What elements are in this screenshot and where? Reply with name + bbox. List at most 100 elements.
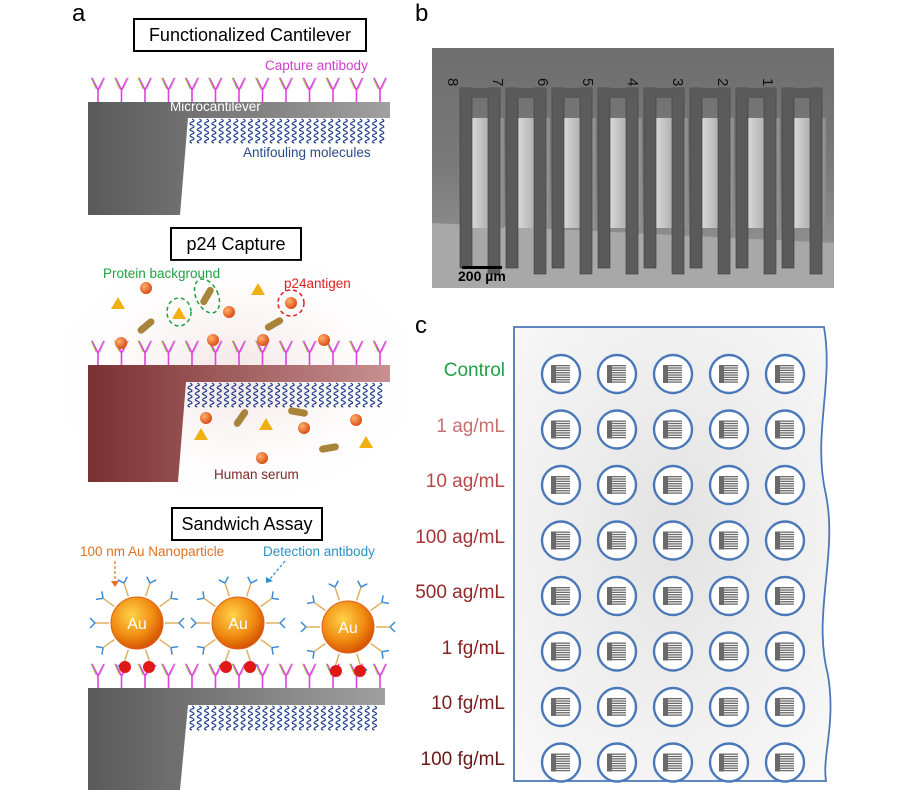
cantilever-well (764, 575, 806, 617)
au-nanoparticle: Au (300, 580, 396, 677)
antigen-icon (143, 661, 155, 673)
step2-title: p24 Capture (170, 227, 302, 261)
antifouling-molecule-icon (262, 118, 268, 144)
antigen-icon (207, 334, 219, 346)
cantilever-well (652, 409, 694, 450)
cantilever-number: 2 (714, 78, 731, 86)
sem-cantilever (597, 87, 642, 275)
antifouling-molecule-icon (320, 705, 327, 731)
antifouling-molecule-icon (196, 705, 202, 731)
cantilever-well (708, 409, 750, 450)
capture-antibody-icon (278, 77, 294, 102)
antifouling-molecule-icon (211, 705, 217, 731)
sem-cantilever (505, 87, 550, 275)
antifouling-molecule-icon (269, 705, 275, 731)
antifouling-molecule-icon (320, 118, 327, 144)
cantilever-well (652, 353, 694, 395)
antifouling-molecule-icon (284, 705, 290, 731)
protein-rod-icon (319, 443, 339, 453)
antifouling-molecule-icon (282, 382, 288, 408)
capture-antibody-icon (184, 340, 200, 365)
antifouling-molecule-icon (350, 118, 356, 144)
antifouling-molecule-icon (364, 118, 370, 144)
antifouling-molecule-icon (211, 118, 217, 144)
antifouling-molecule-icon (318, 382, 325, 408)
antifouling-molecule-icon (379, 118, 385, 144)
capture-antibody-icon (349, 77, 364, 102)
antifouling-molecule-icon (333, 382, 339, 408)
antifouling-molecule-icon (377, 382, 383, 408)
antifouling-molecule-icon (218, 118, 224, 144)
antifouling-molecule-icon (328, 118, 334, 144)
antifouling-molecule-icon (187, 382, 193, 408)
antifouling-molecule-icon (304, 382, 310, 408)
antifouling-molecule-icon (371, 118, 378, 144)
cantilever-well (652, 575, 694, 617)
protein-rod-icon (233, 409, 249, 427)
capture-antibody-icon (325, 77, 341, 102)
cantilever-well (540, 631, 582, 672)
scale-bar (462, 266, 502, 269)
antifouling-molecule-icon (284, 118, 290, 144)
scale-bar-label: 200 µm (458, 268, 506, 284)
au-nanoparticle-label: 100 nm Au Nanoparticle (80, 544, 225, 559)
antifouling-molecule-icon (269, 118, 275, 144)
antifouling-molecule-icon (274, 382, 281, 408)
cantilever-well (764, 631, 806, 672)
antifouling-molecule-icon (223, 382, 230, 408)
cantilever-well (596, 464, 638, 506)
sem-cantilever (735, 87, 780, 275)
capture-antibody-icon (302, 77, 317, 102)
concentration-label: 10 fg/mL (431, 693, 505, 714)
human-serum-label: Human serum (214, 467, 299, 482)
antigen-icon (256, 452, 268, 464)
antigen-icon (285, 297, 297, 309)
antifouling-molecule-icon (296, 382, 303, 408)
panel-letter-c: c (415, 312, 427, 339)
step1-title: Functionalized Cantilever (133, 18, 367, 52)
antifouling-molecule-icon (218, 705, 224, 731)
antifouling-molecule-icon (306, 705, 312, 731)
antifouling-molecule-icon (267, 382, 273, 408)
sem-cantilever (643, 87, 688, 275)
cantilever-well (764, 686, 806, 728)
capture-antibody-icon (349, 340, 364, 365)
cantilever-well (764, 353, 806, 395)
antifouling-molecule-icon (189, 705, 195, 731)
antifouling-molecule-icon (253, 382, 259, 408)
protein-rod-icon (137, 318, 155, 334)
antigen-icon (115, 337, 127, 349)
p24-antigen-label: p24antigen (284, 276, 351, 291)
cantilever-number: 6 (534, 78, 551, 86)
antigen-icon (318, 334, 330, 346)
cantilever-number: 4 (624, 78, 641, 86)
cantilever-number: 8 (444, 78, 461, 86)
protein-triangle-icon (194, 428, 208, 440)
antifouling-molecule-icon (291, 705, 297, 731)
cantilever-well (708, 353, 750, 395)
cantilever-well (708, 464, 750, 506)
capture-antibody-icon (255, 77, 270, 102)
panel-letter-b: b (415, 0, 429, 27)
capture-antibody-icon (90, 663, 106, 688)
antigen-icon (257, 334, 269, 346)
antigen-icon (244, 661, 256, 673)
protein-triangle-icon (111, 297, 125, 309)
antigen-icon (330, 665, 342, 677)
antigen-icon (200, 412, 212, 424)
concentration-label: 1 ag/mL (436, 415, 505, 437)
cantilever-well (708, 686, 750, 728)
protein-triangle-icon (259, 418, 273, 430)
cantilever-well (596, 353, 638, 395)
capture-antibody-icon (184, 663, 200, 688)
concentration-label: Control (443, 360, 505, 381)
antifouling-molecule-icon (245, 382, 252, 408)
antifouling-molecule-icon (189, 118, 195, 144)
antigen-icon (298, 422, 310, 434)
antifouling-molecule-icon (262, 705, 268, 731)
capture-antibody-icon (372, 77, 388, 102)
antifouling-molecule-icon (202, 382, 208, 408)
panel-letter-a: a (72, 0, 86, 27)
antifouling-molecule-icon (255, 118, 261, 144)
cantilever-well (596, 742, 638, 783)
